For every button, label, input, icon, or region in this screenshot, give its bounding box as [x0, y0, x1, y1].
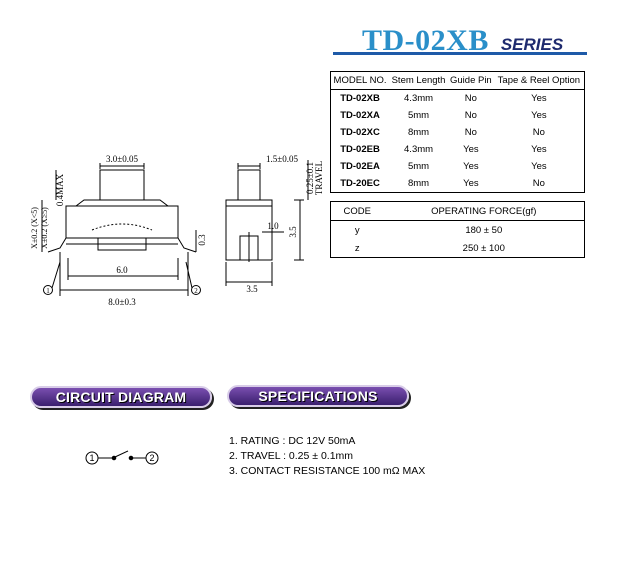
- dim-stem-height: 0.4MAX: [55, 173, 65, 206]
- cell-stem: 5mm: [407, 161, 430, 172]
- dim-lead-thickness: 0.3: [197, 234, 207, 246]
- cell-stem: 5mm: [407, 110, 430, 121]
- cell-code: y: [354, 224, 360, 236]
- cell-model: TD-02EA: [340, 161, 380, 172]
- cell-force: 180 ± 50: [465, 224, 503, 236]
- front-view-labels: 3.0±0.05 0.4MAX X±0.2 (X<5) X±0.2 (X≥5) …: [30, 154, 207, 307]
- dim-height-2: X±0.2 (X≥5): [40, 207, 49, 249]
- cell-model: TD-02XA: [340, 110, 380, 121]
- force-table: CODE OPERATING FORCE(gf) y 180 ± 50 z 25…: [330, 201, 585, 258]
- header-tape-reel: Tape & Reel Option: [493, 71, 585, 90]
- cell-stem: 4.3mm: [404, 93, 434, 104]
- dim-pin-width: 1.0: [267, 221, 279, 231]
- cell-guide: No: [464, 110, 477, 121]
- dim-travel-value: 0.25±0.1: [305, 162, 315, 194]
- cell-force: 250 ± 100: [462, 242, 505, 254]
- cell-model: TD-02XC: [340, 127, 380, 138]
- table-row: TD-20EC 8mm Yes No: [331, 175, 585, 193]
- dim-height-1: X±0.2 (X<5): [30, 207, 39, 249]
- header-model-no: MODEL NO.: [330, 71, 390, 90]
- cell-reel: No: [532, 178, 545, 189]
- spec-travel: 2. TRAVEL : 0.25 ± 0.1mm: [229, 450, 354, 462]
- series-label: SERIES: [500, 35, 564, 54]
- cell-model: TD-02XB: [340, 93, 380, 104]
- circuit-symbol: [85, 450, 159, 465]
- pin-1-label: 1: [46, 287, 50, 295]
- cell-reel: Yes: [531, 144, 547, 155]
- cell-guide: No: [464, 93, 477, 104]
- dim-inner-width: 6.0: [116, 265, 128, 275]
- cell-reel: Yes: [531, 161, 547, 172]
- circuit-pin-1: 1: [89, 453, 94, 463]
- circuit-diagram-heading: CIRCUIT DIAGRAM: [30, 386, 212, 408]
- spec-rating: 1. RATING : DC 12V 50mA: [229, 435, 356, 447]
- dim-side-width: 3.5: [246, 284, 258, 294]
- dim-side-height: 3.5: [288, 226, 298, 238]
- dim-travel-label: TRAVEL: [314, 161, 324, 195]
- cell-guide: No: [464, 127, 477, 138]
- cell-stem: 8mm: [407, 178, 430, 189]
- dim-side-stem: 1.5±0.05: [266, 154, 298, 164]
- front-view-drawing: [41, 163, 201, 296]
- cell-reel: Yes: [531, 93, 547, 104]
- model-title: TD-02XB: [362, 24, 489, 57]
- circuit-pin-2: 2: [149, 453, 154, 463]
- table-row: TD-02EB 4.3mm Yes Yes: [331, 141, 585, 158]
- table-row: y 180 ± 50: [331, 221, 585, 240]
- cell-guide: Yes: [463, 144, 479, 155]
- table-row: TD-02XC 8mm No No: [331, 124, 585, 141]
- header-stem-length: Stem Length: [389, 71, 449, 90]
- pin-2-label: 2: [194, 287, 198, 295]
- spec-contact-resistance: 3. CONTACT RESISTANCE 100 mΩ MAX: [229, 465, 426, 477]
- table-row: TD-02EA 5mm Yes Yes: [331, 158, 585, 175]
- model-table-header: MODEL NO. Stem Length Guide Pin Tape & R…: [330, 71, 585, 90]
- header-guide-pin: Guide Pin: [448, 71, 494, 90]
- cell-guide: Yes: [463, 178, 479, 189]
- side-view-labels: 1.5±0.05 0.25±0.1 TRAVEL 1.0 3.5 3.5: [246, 154, 324, 294]
- cell-model: TD-20EC: [340, 178, 380, 189]
- cell-reel: Yes: [531, 110, 547, 121]
- header-operating-force: OPERATING FORCE(gf): [383, 201, 585, 221]
- model-table: MODEL NO. Stem Length Guide Pin Tape & R…: [330, 71, 585, 193]
- table-row: TD-02XB 4.3mm No Yes: [331, 90, 585, 108]
- title-underline: [333, 52, 587, 55]
- table-row: z 250 ± 100: [331, 239, 585, 258]
- dim-outer-width: 8.0±0.3: [108, 297, 136, 307]
- force-table-header: CODE OPERATING FORCE(gf): [330, 201, 585, 221]
- cell-reel: No: [532, 127, 545, 138]
- cell-model: TD-02EB: [340, 144, 380, 155]
- specifications-list: 1. RATING : DC 12V 50mA 2. TRAVEL : 0.25…: [229, 434, 425, 479]
- specifications-heading: SPECIFICATIONS: [227, 385, 409, 407]
- header-code: CODE: [330, 201, 384, 221]
- table-row: TD-02XA 5mm No Yes: [331, 107, 585, 124]
- side-view-drawing: [225, 160, 309, 286]
- cell-guide: Yes: [463, 161, 479, 172]
- cell-code: z: [354, 242, 360, 254]
- series-title: TD-02XB SERIES: [362, 24, 563, 58]
- dim-stem-width: 3.0±0.05: [106, 154, 138, 164]
- cell-stem: 8mm: [407, 127, 430, 138]
- cell-stem: 4.3mm: [404, 144, 434, 155]
